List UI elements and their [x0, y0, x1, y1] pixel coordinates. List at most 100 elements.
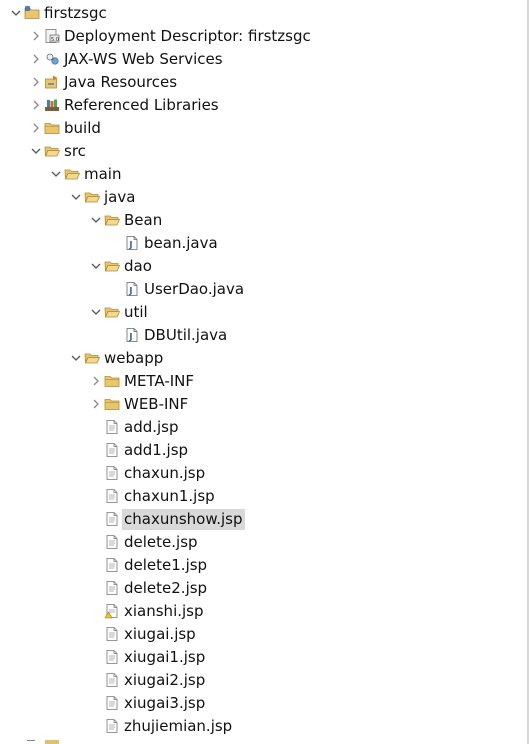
chevron-down-icon[interactable] — [49, 165, 63, 183]
tree-row[interactable]: dao — [0, 255, 527, 278]
tree-row[interactable]: build — [0, 117, 527, 140]
jsp-file-icon — [104, 488, 120, 504]
jsp-file-icon — [104, 649, 120, 665]
tree-row[interactable]: META-INF — [0, 370, 527, 393]
tree-row[interactable]: Java Resources — [0, 71, 527, 94]
tree-item-label[interactable]: xianshi.jsp — [124, 602, 204, 620]
tree-item-label[interactable]: delete1.jsp — [124, 556, 208, 574]
folder-icon — [45, 740, 59, 744]
tree-row[interactable]: webapp — [0, 347, 527, 370]
tree-item-label[interactable]: chaxun.jsp — [124, 464, 206, 482]
tree-row[interactable]: add1.jsp — [0, 439, 527, 462]
chevron-icon — [27, 740, 35, 744]
jsp-file-icon — [104, 465, 120, 481]
tree-row[interactable]: chaxun.jsp — [0, 462, 527, 485]
tree-item-label[interactable]: chaxun1.jsp — [124, 487, 215, 505]
tree-row[interactable]: JAX-WS Web Services — [0, 48, 527, 71]
jsp-file-icon — [104, 557, 120, 573]
tree-item-label[interactable]: META-INF — [124, 372, 195, 390]
tree-item-label[interactable]: delete.jsp — [124, 533, 198, 551]
tree-row[interactable]: add.jsp — [0, 416, 527, 439]
tree-item-label[interactable]: WEB-INF — [124, 395, 189, 413]
tree-row-partial — [0, 740, 529, 744]
tree-item-label[interactable]: Bean — [124, 211, 163, 229]
tree-item-label[interactable]: main — [84, 165, 122, 183]
tree-row[interactable]: chaxunshow.jsp — [0, 508, 527, 531]
tree-item-label[interactable]: bean.java — [144, 234, 218, 252]
tree-item-label[interactable]: UserDao.java — [144, 280, 245, 298]
folder-open-icon — [104, 258, 120, 274]
tree-row[interactable]: chaxun1.jsp — [0, 485, 527, 508]
tree-item-label[interactable]: xiugai2.jsp — [124, 671, 206, 689]
tree-item-label[interactable]: xiugai3.jsp — [124, 694, 206, 712]
tree-item-label[interactable]: Deployment Descriptor: firstzsgc — [64, 27, 311, 45]
tree-item-label[interactable]: JAX-WS Web Services — [64, 50, 223, 68]
jsp-file-icon — [104, 672, 120, 688]
tree-row[interactable]: util — [0, 301, 527, 324]
tree-row[interactable]: Bean — [0, 209, 527, 232]
tree-row[interactable]: xiugai.jsp — [0, 623, 527, 646]
tree-item-label[interactable]: src — [64, 142, 86, 160]
tree-item-label[interactable]: dao — [124, 257, 152, 275]
tree-item-label[interactable]: xiugai1.jsp — [124, 648, 206, 666]
tree-row[interactable]: firstzsgc — [0, 2, 527, 25]
tree-row[interactable]: src — [0, 140, 527, 163]
chevron-down-icon[interactable] — [69, 349, 83, 367]
vertical-scrollbar[interactable] — [527, 0, 529, 744]
tree-item-label[interactable]: util — [124, 303, 148, 321]
tree-item-label[interactable]: Referenced Libraries — [64, 96, 219, 114]
tree-row[interactable]: zhujiemian.jsp — [0, 715, 527, 738]
tree-item-label[interactable]: delete2.jsp — [124, 579, 208, 597]
svg-text:5.0: 5.0 — [51, 37, 59, 43]
tree-item-label[interactable]: add.jsp — [124, 418, 179, 436]
tree-row[interactable]: xiugai3.jsp — [0, 692, 527, 715]
chevron-right-icon[interactable] — [29, 96, 43, 114]
tree-item-label[interactable]: DBUtil.java — [144, 326, 228, 344]
chevron-down-icon[interactable] — [89, 303, 103, 321]
tree-item-label[interactable]: webapp — [104, 349, 164, 367]
tree-item-label[interactable]: build — [64, 119, 101, 137]
tree-row[interactable]: xiugai2.jsp — [0, 669, 527, 692]
tree-item-label[interactable]: zhujiemian.jsp — [124, 717, 233, 735]
chevron-down-icon[interactable] — [89, 257, 103, 275]
tree-row[interactable]: delete2.jsp — [0, 577, 527, 600]
chevron-down-icon[interactable] — [69, 188, 83, 206]
tree-row[interactable]: 5.0 Deployment Descriptor: firstzsgc — [0, 25, 527, 48]
tree-item-label[interactable]: java — [104, 188, 136, 206]
tree-row[interactable]: java — [0, 186, 527, 209]
tree-row[interactable]: main — [0, 163, 527, 186]
chevron-right-icon[interactable] — [29, 119, 43, 137]
folder-open-icon — [104, 212, 120, 228]
tree-row[interactable]: delete1.jsp — [0, 554, 527, 577]
tree-row[interactable]: Referenced Libraries — [0, 94, 527, 117]
tree-item-label[interactable]: firstzsgc — [44, 4, 107, 22]
tree-row[interactable]: xianshi.jsp — [0, 600, 527, 623]
chevron-right-icon[interactable] — [29, 27, 43, 45]
folder-open-icon — [64, 166, 80, 182]
tree-item-label[interactable]: Java Resources — [64, 73, 178, 91]
folder-open-icon — [44, 143, 60, 159]
chevron-right-icon[interactable] — [89, 372, 103, 390]
tree-row[interactable]: delete.jsp — [0, 531, 527, 554]
chevron-right-icon[interactable] — [29, 73, 43, 91]
chevron-right-icon[interactable] — [29, 50, 43, 68]
tree-row[interactable]: xiugai1.jsp — [0, 646, 527, 669]
folder-open-icon — [84, 350, 100, 366]
chevron-right-icon[interactable] — [89, 395, 103, 413]
jsp-file-icon — [104, 580, 120, 596]
chevron-down-icon[interactable] — [89, 211, 103, 229]
folder-icon — [44, 120, 60, 136]
java-resources-icon — [44, 74, 60, 90]
tree-row[interactable]: WEB-INF — [0, 393, 527, 416]
jsp-file-icon — [104, 718, 120, 734]
tree-item-label[interactable]: xiugai.jsp — [124, 625, 196, 643]
chevron-down-icon[interactable] — [29, 142, 43, 160]
tree-item-label[interactable]: chaxunshow.jsp — [122, 509, 245, 530]
tree-item-label[interactable]: add1.jsp — [124, 441, 189, 459]
jsp-file-warning-icon — [104, 603, 120, 619]
chevron-down-icon[interactable] — [9, 4, 23, 22]
